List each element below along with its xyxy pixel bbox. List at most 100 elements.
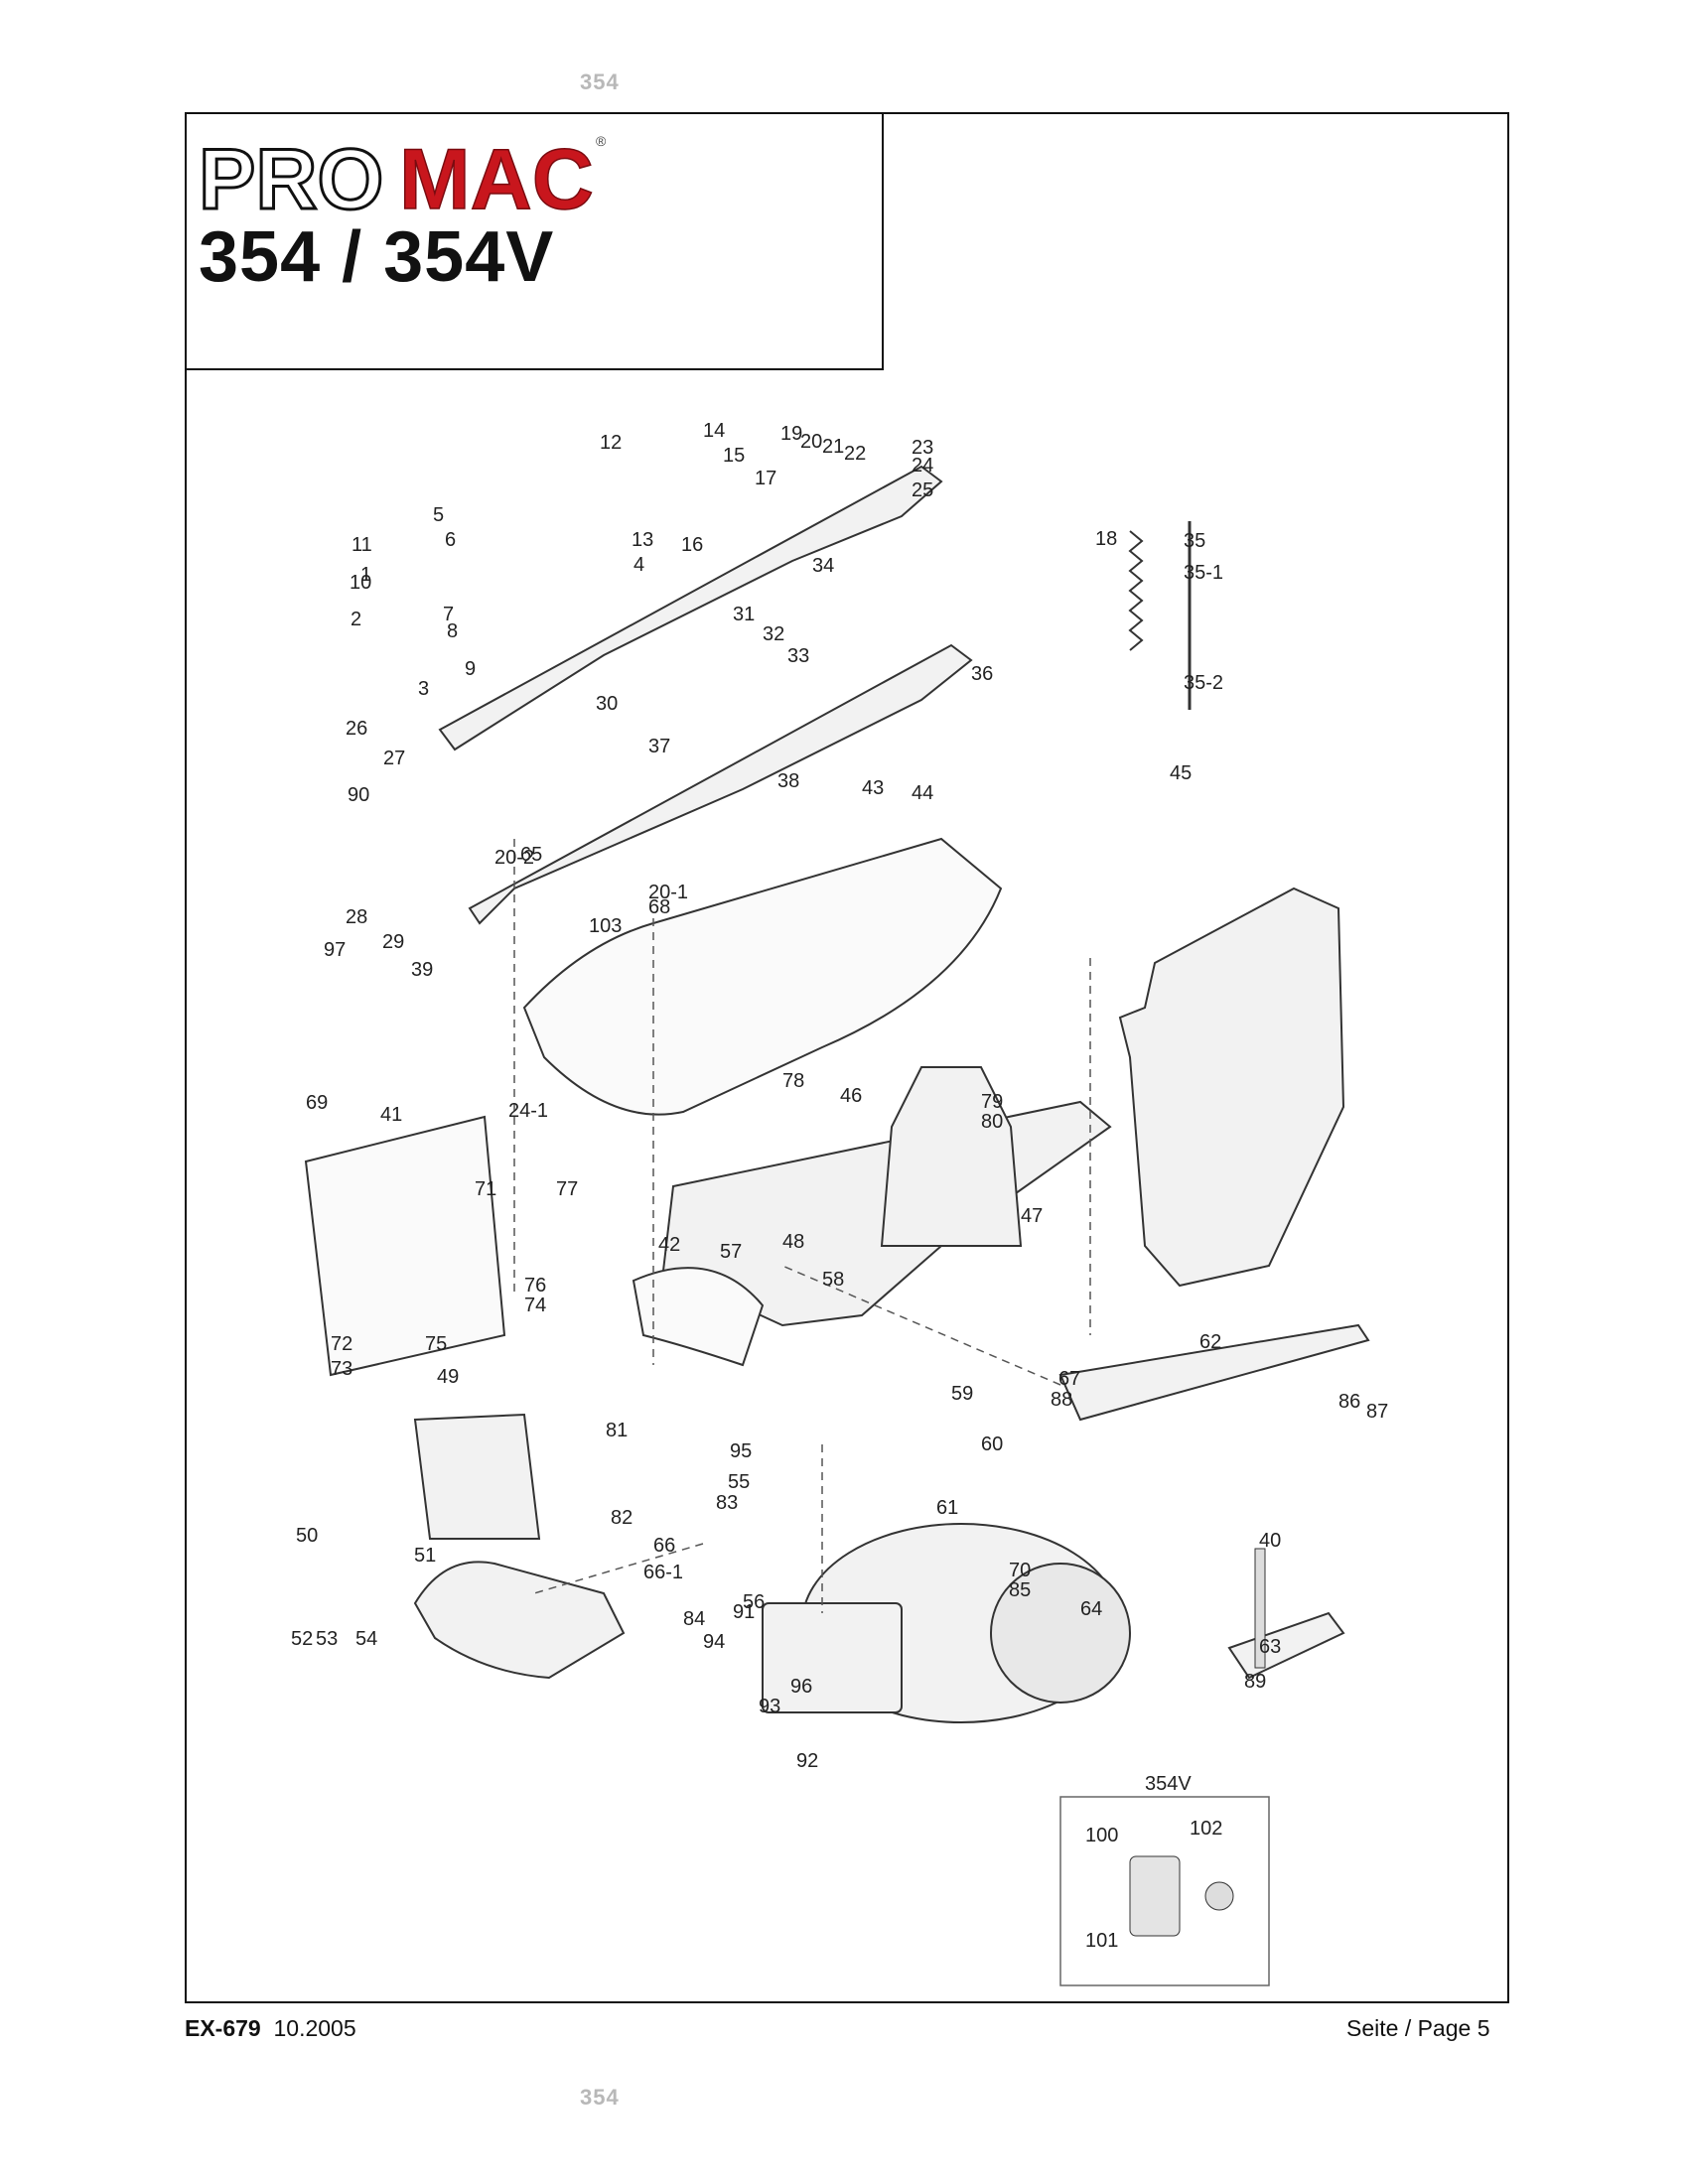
part-callout: 25 <box>912 479 933 501</box>
part-callout: 13 <box>632 529 653 551</box>
variant-label: 354V <box>1145 1773 1192 1795</box>
part-callout: 18 <box>1095 528 1117 550</box>
part-callout: 32 <box>763 623 784 645</box>
part-callout: 67 <box>1058 1368 1080 1390</box>
part-callout: 58 <box>822 1269 844 1291</box>
part-callout: 35-1 <box>1184 562 1223 584</box>
part-callout: 21 <box>822 436 844 458</box>
doc-code: EX-679 <box>185 2015 261 2041</box>
speed-knob <box>1204 1881 1234 1911</box>
part-callout: 84 <box>683 1608 705 1630</box>
part-callout: 70 <box>1009 1560 1031 1581</box>
part-callout: 64 <box>1080 1598 1102 1620</box>
part-callout: 52 <box>291 1628 313 1650</box>
part-callout: 96 <box>790 1676 812 1698</box>
part-callout: 20-1 <box>648 882 688 903</box>
part-callout: 101 <box>1085 1930 1118 1952</box>
part-callout: 54 <box>355 1628 377 1650</box>
brand-part-1: PRO <box>199 132 383 223</box>
part-callout: 3 <box>418 678 429 700</box>
bracket <box>1227 1611 1345 1680</box>
part-callout: 41 <box>380 1104 402 1126</box>
part-callout: 92 <box>796 1750 818 1772</box>
part-callout: 61 <box>936 1497 958 1519</box>
part-callout: 88 <box>1051 1389 1072 1411</box>
part-callout: 102 <box>1190 1818 1222 1840</box>
part-callout: 91 <box>733 1601 755 1623</box>
part-callout: 51 <box>414 1545 436 1567</box>
part-callout: 19 <box>780 423 802 445</box>
promac-logo: PRO MAC ® <box>198 131 608 224</box>
c-frame <box>1118 887 1345 1288</box>
part-callout: 16 <box>681 534 703 556</box>
part-callout: 74 <box>524 1295 546 1316</box>
part-callout: 60 <box>981 1433 1003 1455</box>
pitman-rod <box>1254 1548 1266 1669</box>
switch-box <box>762 1602 903 1713</box>
part-callout: 35-2 <box>1184 672 1223 694</box>
part-callout: 63 <box>1259 1636 1281 1658</box>
part-callout: 66-1 <box>643 1562 683 1583</box>
part-callout: 24 <box>912 455 933 477</box>
motor-endcap <box>990 1563 1131 1704</box>
part-callout: 49 <box>437 1366 459 1388</box>
part-callout: 48 <box>782 1231 804 1253</box>
part-callout: 71 <box>475 1178 496 1200</box>
part-callout: 65 <box>520 844 542 866</box>
part-callout: 59 <box>951 1383 973 1405</box>
title-block <box>185 112 884 370</box>
part-callout: 30 <box>596 693 618 715</box>
part-callout: 23 <box>912 437 933 459</box>
part-callout: 93 <box>759 1696 780 1717</box>
part-callout: 100 <box>1085 1825 1118 1846</box>
variant-switch <box>1129 1855 1181 1937</box>
part-callout: 14 <box>703 420 725 442</box>
part-callout: 4 <box>633 554 644 576</box>
page-number: Seite / Page 5 <box>1346 2015 1490 2041</box>
part-callout: 90 <box>348 784 369 806</box>
part-callout: 12 <box>600 432 622 454</box>
blade-guard <box>304 1115 506 1377</box>
part-callout: 40 <box>1259 1530 1281 1552</box>
part-callout: 66 <box>653 1535 675 1557</box>
part-callout: 44 <box>912 782 933 804</box>
part-callout: 73 <box>331 1358 352 1380</box>
part-callout: 35 <box>1184 530 1205 552</box>
part-callout: 27 <box>383 748 405 769</box>
brand-registered: ® <box>596 133 607 149</box>
part-callout: 34 <box>812 555 834 577</box>
part-callout: 75 <box>425 1333 447 1355</box>
tension-spring <box>1128 530 1144 651</box>
part-callout: 47 <box>1021 1205 1043 1227</box>
lower-arm <box>468 643 973 925</box>
part-callout: 62 <box>1199 1331 1221 1353</box>
upper-arm <box>438 465 943 751</box>
part-callout: 55 <box>728 1471 750 1493</box>
part-callout: 8 <box>447 620 458 642</box>
part-callout: 72 <box>331 1333 352 1355</box>
part-callout: 24-1 <box>508 1100 548 1122</box>
part-callout: 69 <box>306 1092 328 1114</box>
part-callout: 28 <box>346 906 367 928</box>
part-callout: 87 <box>1366 1401 1388 1423</box>
part-callout: 97 <box>324 939 346 961</box>
part-callout: 78 <box>782 1070 804 1092</box>
part-callout: 11 <box>352 534 372 556</box>
part-callout: 83 <box>716 1492 738 1514</box>
part-callout: 7 <box>443 604 454 625</box>
footer-doc-info: EX-679 10.2005 <box>185 2015 356 2042</box>
part-callout: 43 <box>862 777 884 799</box>
part-callout: 103 <box>589 915 622 937</box>
part-callout: 86 <box>1338 1391 1360 1413</box>
part-callout: 33 <box>787 645 809 667</box>
part-callout: 17 <box>755 468 776 489</box>
part-callout: 42 <box>658 1234 680 1256</box>
part-callout: 29 <box>382 931 404 953</box>
part-callout: 80 <box>981 1111 1003 1133</box>
brand-part-2: MAC <box>399 132 594 223</box>
part-callout: 2 <box>351 609 361 630</box>
part-callout: 20-2 <box>494 847 534 869</box>
part-callout: 9 <box>465 658 476 680</box>
